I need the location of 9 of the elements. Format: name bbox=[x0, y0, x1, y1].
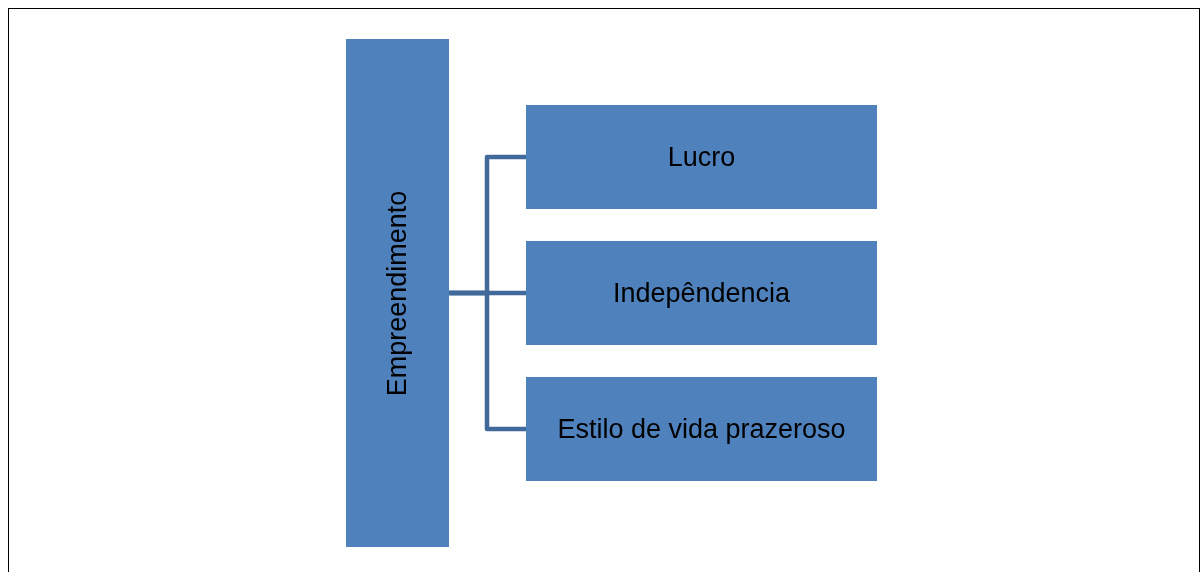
bracket-connector bbox=[449, 290, 526, 432]
category-box bbox=[526, 105, 877, 209]
box-label: Indepêndencia bbox=[612, 277, 791, 309]
box-label: Empreendimento bbox=[382, 190, 413, 396]
category-box bbox=[526, 241, 877, 345]
category-box bbox=[346, 39, 449, 547]
box-label: Estilo de vida prazeroso bbox=[557, 413, 846, 445]
category-box bbox=[526, 377, 877, 481]
box-label: Lucro bbox=[667, 141, 736, 173]
